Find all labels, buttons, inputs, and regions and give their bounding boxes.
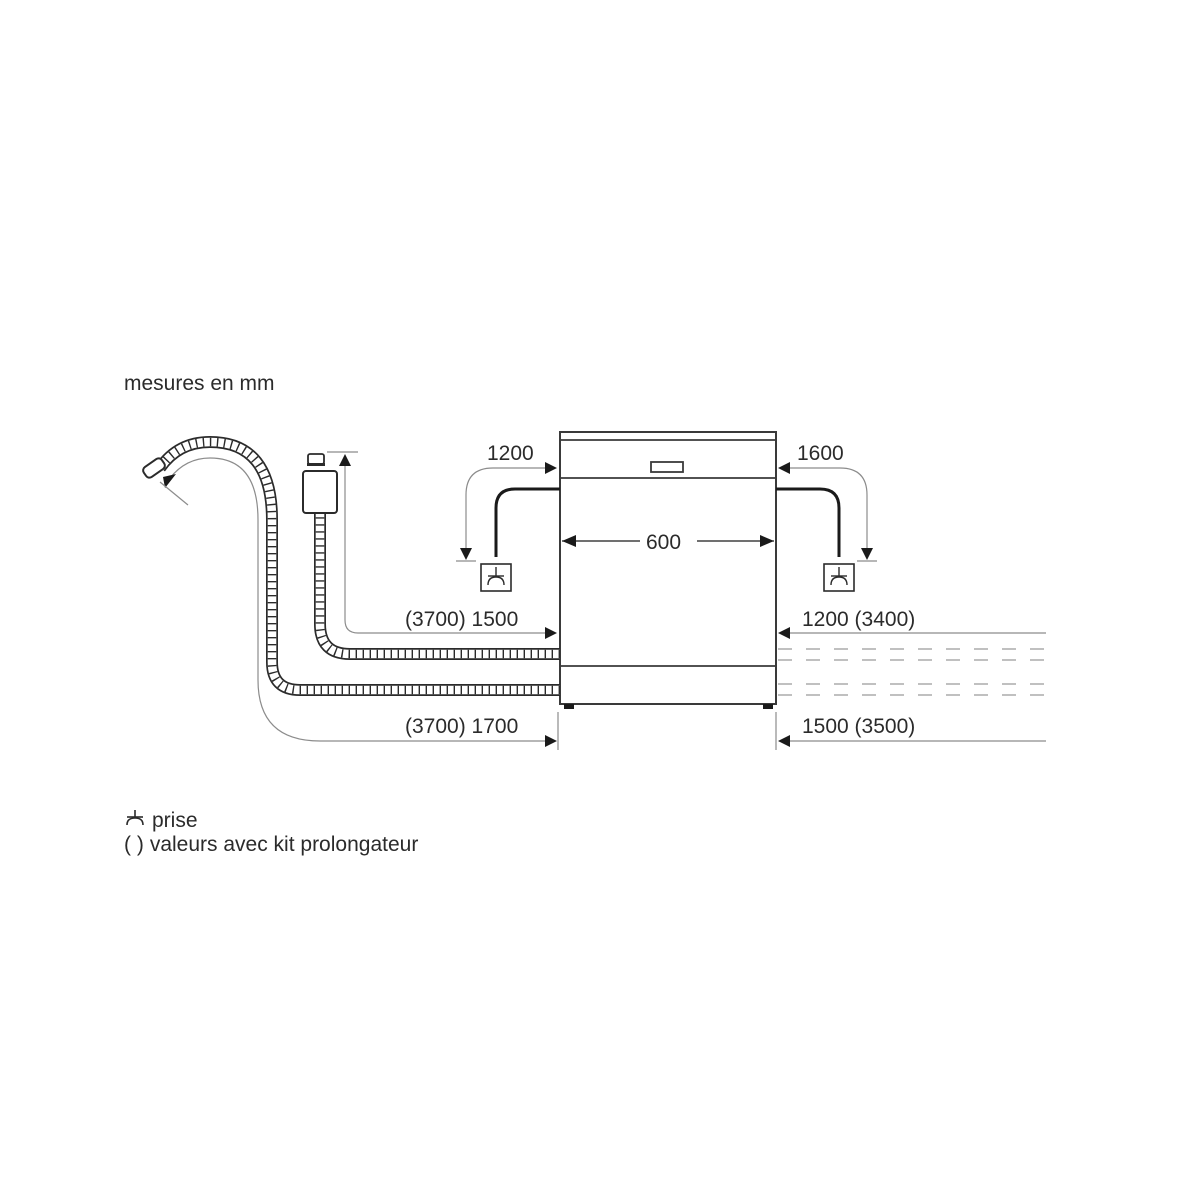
socket-icon [124, 808, 146, 834]
power-cable-left [456, 462, 560, 592]
inlet-hose [302, 451, 560, 660]
legend-text-extension: valeurs avec kit prolongateur [149, 833, 419, 856]
drain-hose [142, 435, 560, 747]
foot-right [763, 704, 773, 709]
foot-left [564, 704, 574, 709]
right-hose-routing [778, 627, 1046, 747]
legend-item-extension: ( ) valeurs avec kit prolongateur [124, 833, 418, 857]
legend-text-socket: prise [152, 809, 198, 832]
cable-left-label: 1200 [487, 442, 534, 465]
power-cable-right [776, 462, 877, 592]
inlet-right-label: 1200 (3400) [802, 608, 915, 631]
dishwasher-body [559, 431, 777, 709]
door-handle [650, 461, 684, 473]
inlet-left-label: (3700) 1500 [405, 608, 518, 631]
cable-right-label: 1600 [797, 442, 844, 465]
diagram-title: mesures en mm [124, 372, 275, 395]
drain-left-label: (3700) 1700 [405, 715, 518, 738]
width-label: 600 [646, 531, 681, 554]
aquastop-box [302, 470, 338, 514]
legend-item-socket: prise [124, 808, 198, 834]
legend-symbol-parentheses: ( ) [124, 833, 144, 856]
drain-right-label: 1500 (3500) [802, 715, 915, 738]
